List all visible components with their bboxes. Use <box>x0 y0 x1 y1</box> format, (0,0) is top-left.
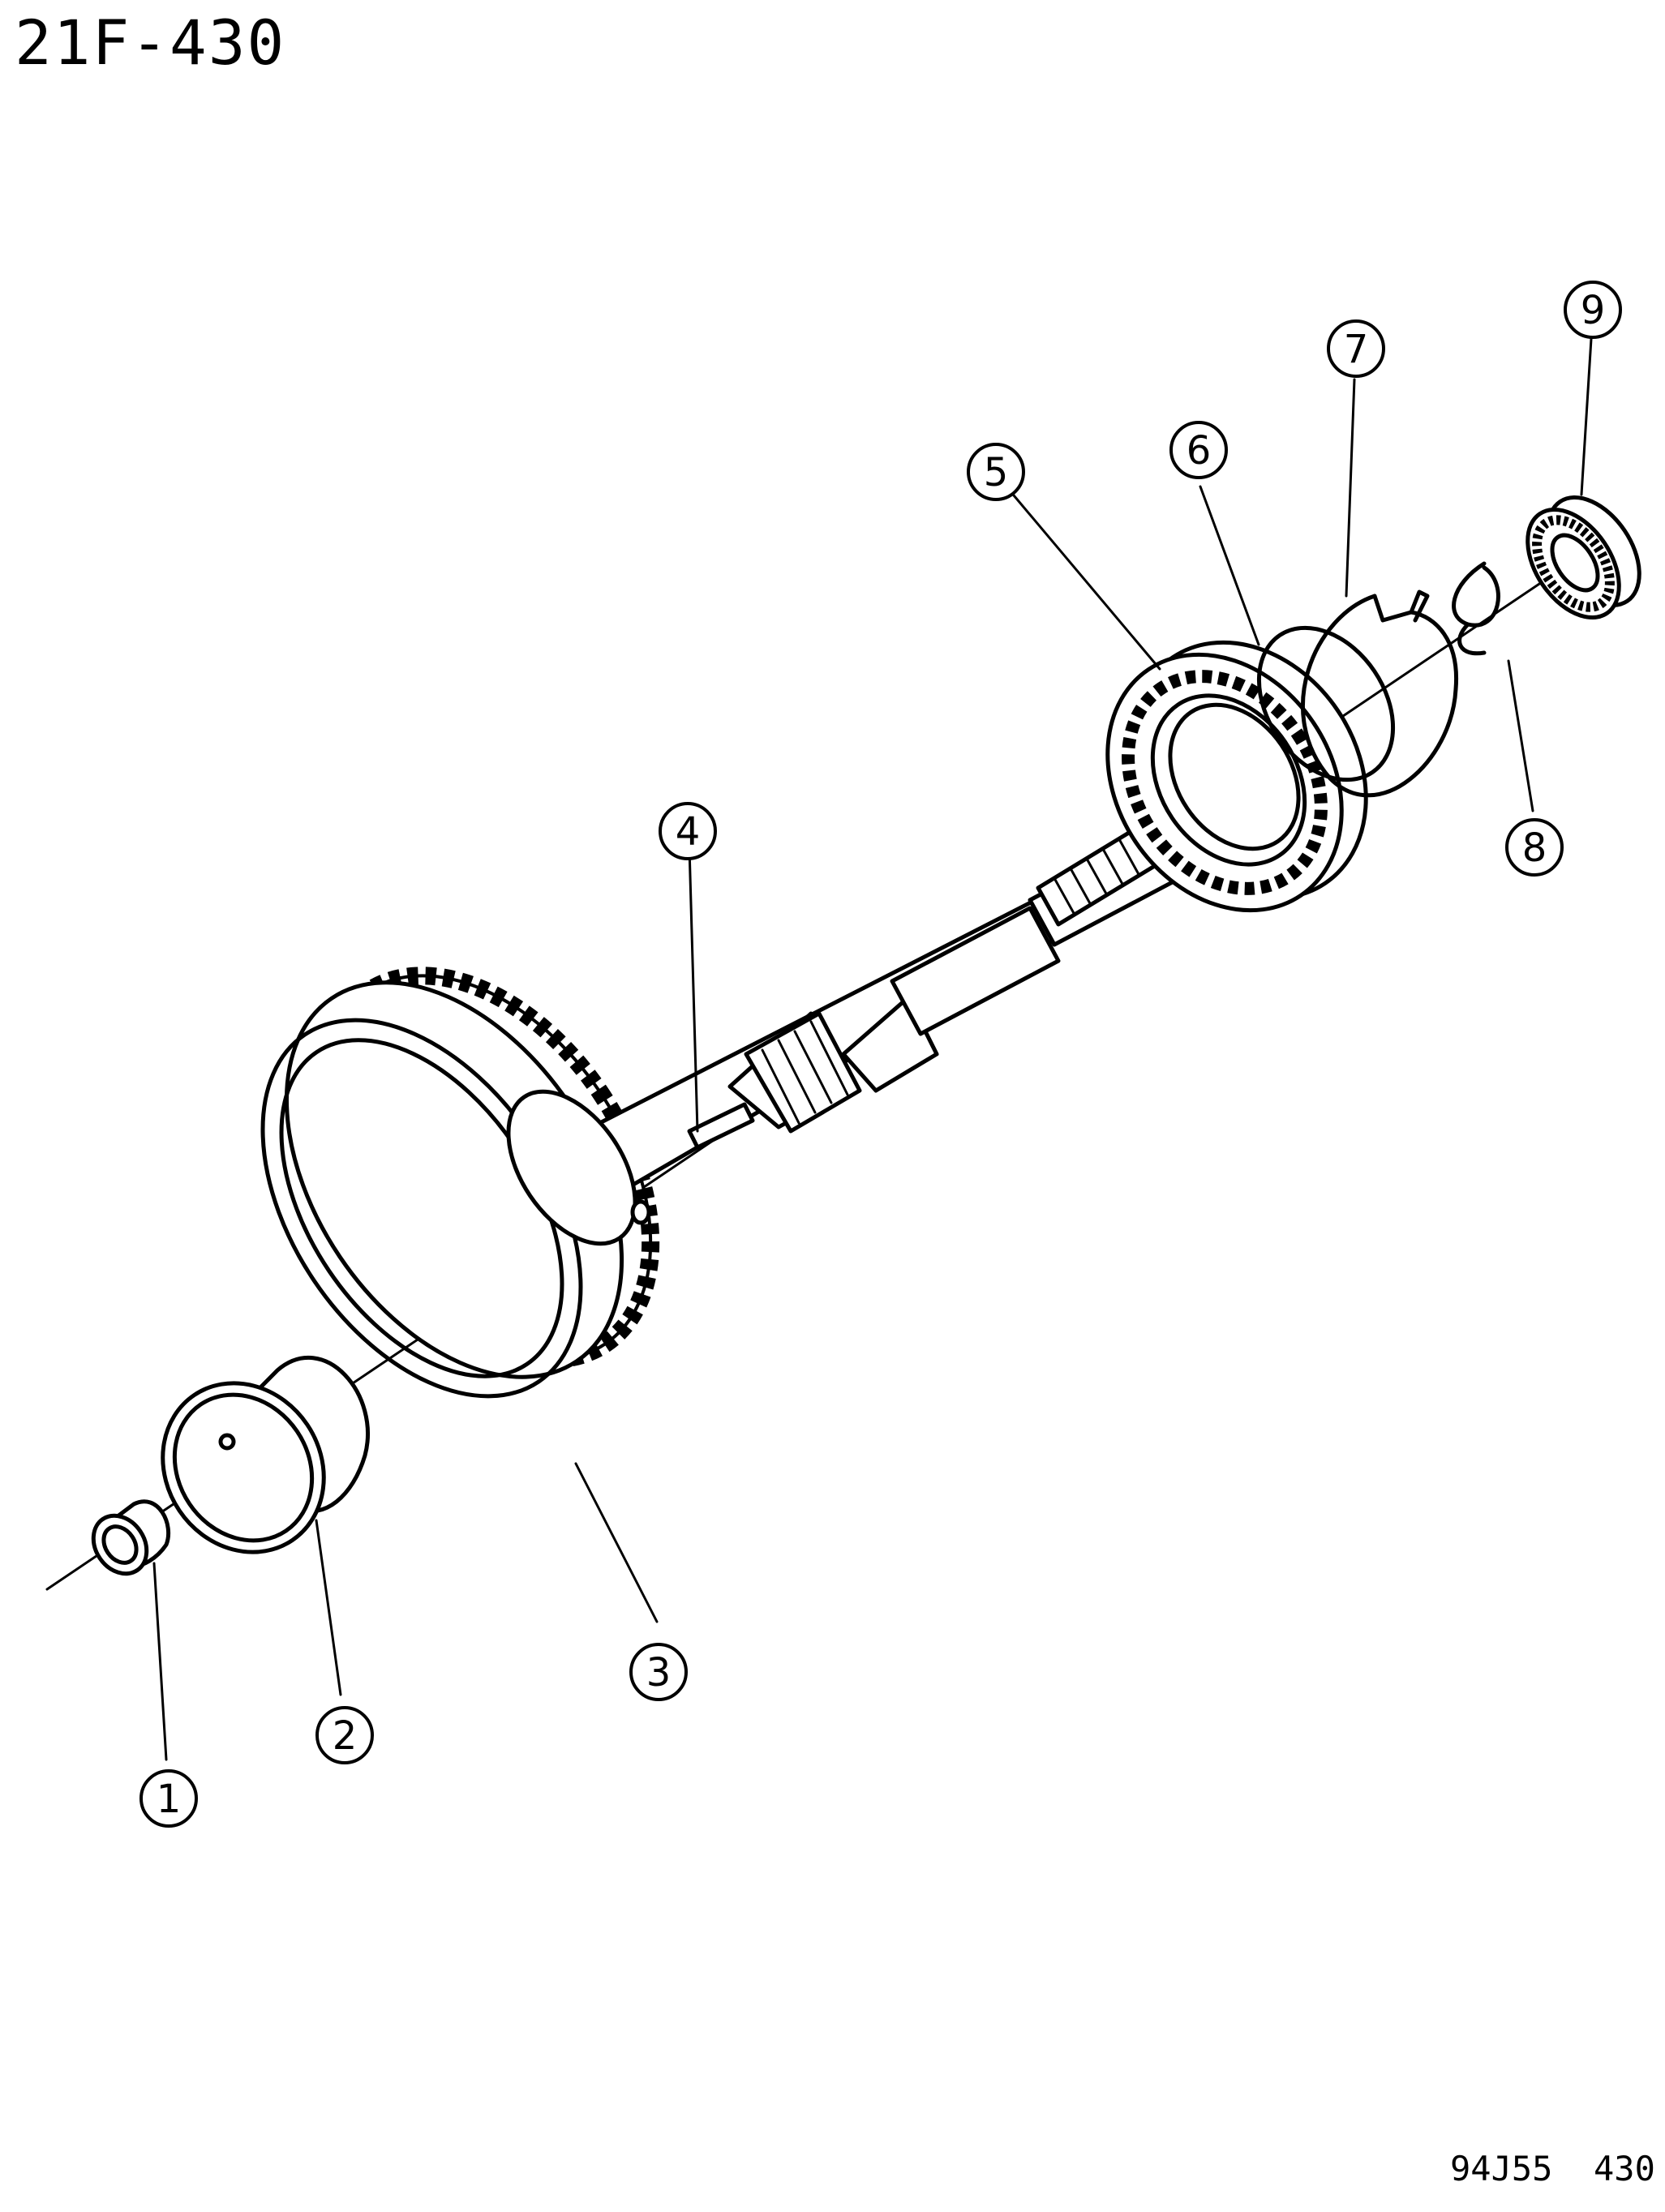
part-6-snap-ring <box>1256 625 1396 782</box>
page-title: 21F-430 <box>15 6 286 79</box>
main-shaft <box>506 808 1203 1246</box>
part-1-small-bushing <box>91 1499 171 1576</box>
callout-1: 1 <box>139 1769 198 1828</box>
part-3-gear-drum <box>260 967 660 1399</box>
callout-8: 8 <box>1505 818 1564 877</box>
callout-label: 9 <box>1581 288 1606 333</box>
part-2-bushing <box>161 1356 370 1554</box>
callout-3: 3 <box>629 1643 688 1701</box>
callout-5: 5 <box>967 443 1025 501</box>
figure-code: 94J55 430 <box>1450 2149 1655 2188</box>
callout-4: 4 <box>659 802 717 860</box>
shaft-oil-hole <box>630 1199 651 1225</box>
callout-7: 7 <box>1327 319 1385 378</box>
callout-label: 4 <box>676 809 701 855</box>
callout-label: 6 <box>1187 428 1212 474</box>
callout-label: 2 <box>333 1713 358 1759</box>
callout-2: 2 <box>315 1706 374 1764</box>
callout-label: 1 <box>157 1777 182 1822</box>
callout-6: 6 <box>1169 421 1228 479</box>
leader-lines <box>152 337 1593 1761</box>
shaft-helical-gear <box>744 1011 862 1134</box>
callout-label: 8 <box>1522 825 1547 871</box>
part-8-snap-ring <box>1452 561 1500 656</box>
part-4-key <box>687 1102 755 1150</box>
callout-label: 7 <box>1344 327 1369 372</box>
part-5-ball-bearing <box>1105 640 1368 913</box>
callout-9: 9 <box>1564 281 1622 339</box>
callout-label: 3 <box>646 1650 672 1695</box>
part-9-needle-bearing <box>1526 495 1641 620</box>
part-7-retaining-ring <box>1300 589 1459 798</box>
callout-label: 5 <box>984 450 1009 495</box>
